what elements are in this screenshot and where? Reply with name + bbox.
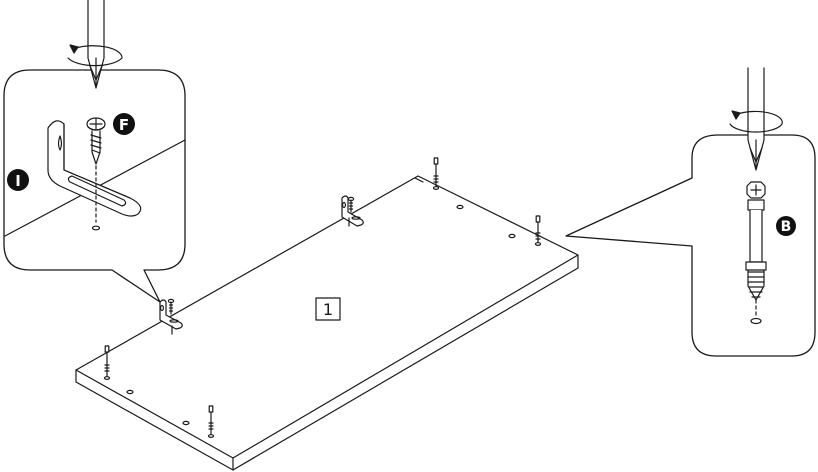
cam-bolt-right bbox=[534, 215, 542, 246]
badge-f: F bbox=[113, 113, 135, 135]
panel-number-label: 1 bbox=[315, 297, 341, 321]
screw-left bbox=[167, 298, 175, 315]
screwdriver-right bbox=[729, 67, 783, 171]
badge-i-text: I bbox=[15, 172, 21, 190]
cam-bolt-bottom bbox=[207, 405, 215, 438]
l-bracket-middle bbox=[341, 195, 364, 227]
cam-bolt-top bbox=[432, 157, 440, 190]
l-bracket-left bbox=[159, 298, 183, 335]
badge-b: B bbox=[776, 216, 796, 236]
badge-i: I bbox=[7, 169, 29, 191]
screw-f bbox=[86, 117, 106, 165]
detail-callout-left: F I bbox=[3, 0, 186, 303]
screw-middle bbox=[347, 196, 355, 213]
detail-callout-right: B bbox=[565, 67, 816, 357]
badge-f-text: F bbox=[119, 116, 129, 134]
cam-bolt-left bbox=[103, 345, 111, 380]
bracket-i bbox=[47, 120, 142, 217]
board-panel bbox=[75, 175, 579, 471]
screwdriver-left bbox=[67, 0, 123, 89]
panel-number: 1 bbox=[323, 300, 333, 319]
badge-b-text: B bbox=[781, 219, 792, 235]
cam-bolt-b bbox=[745, 181, 767, 325]
